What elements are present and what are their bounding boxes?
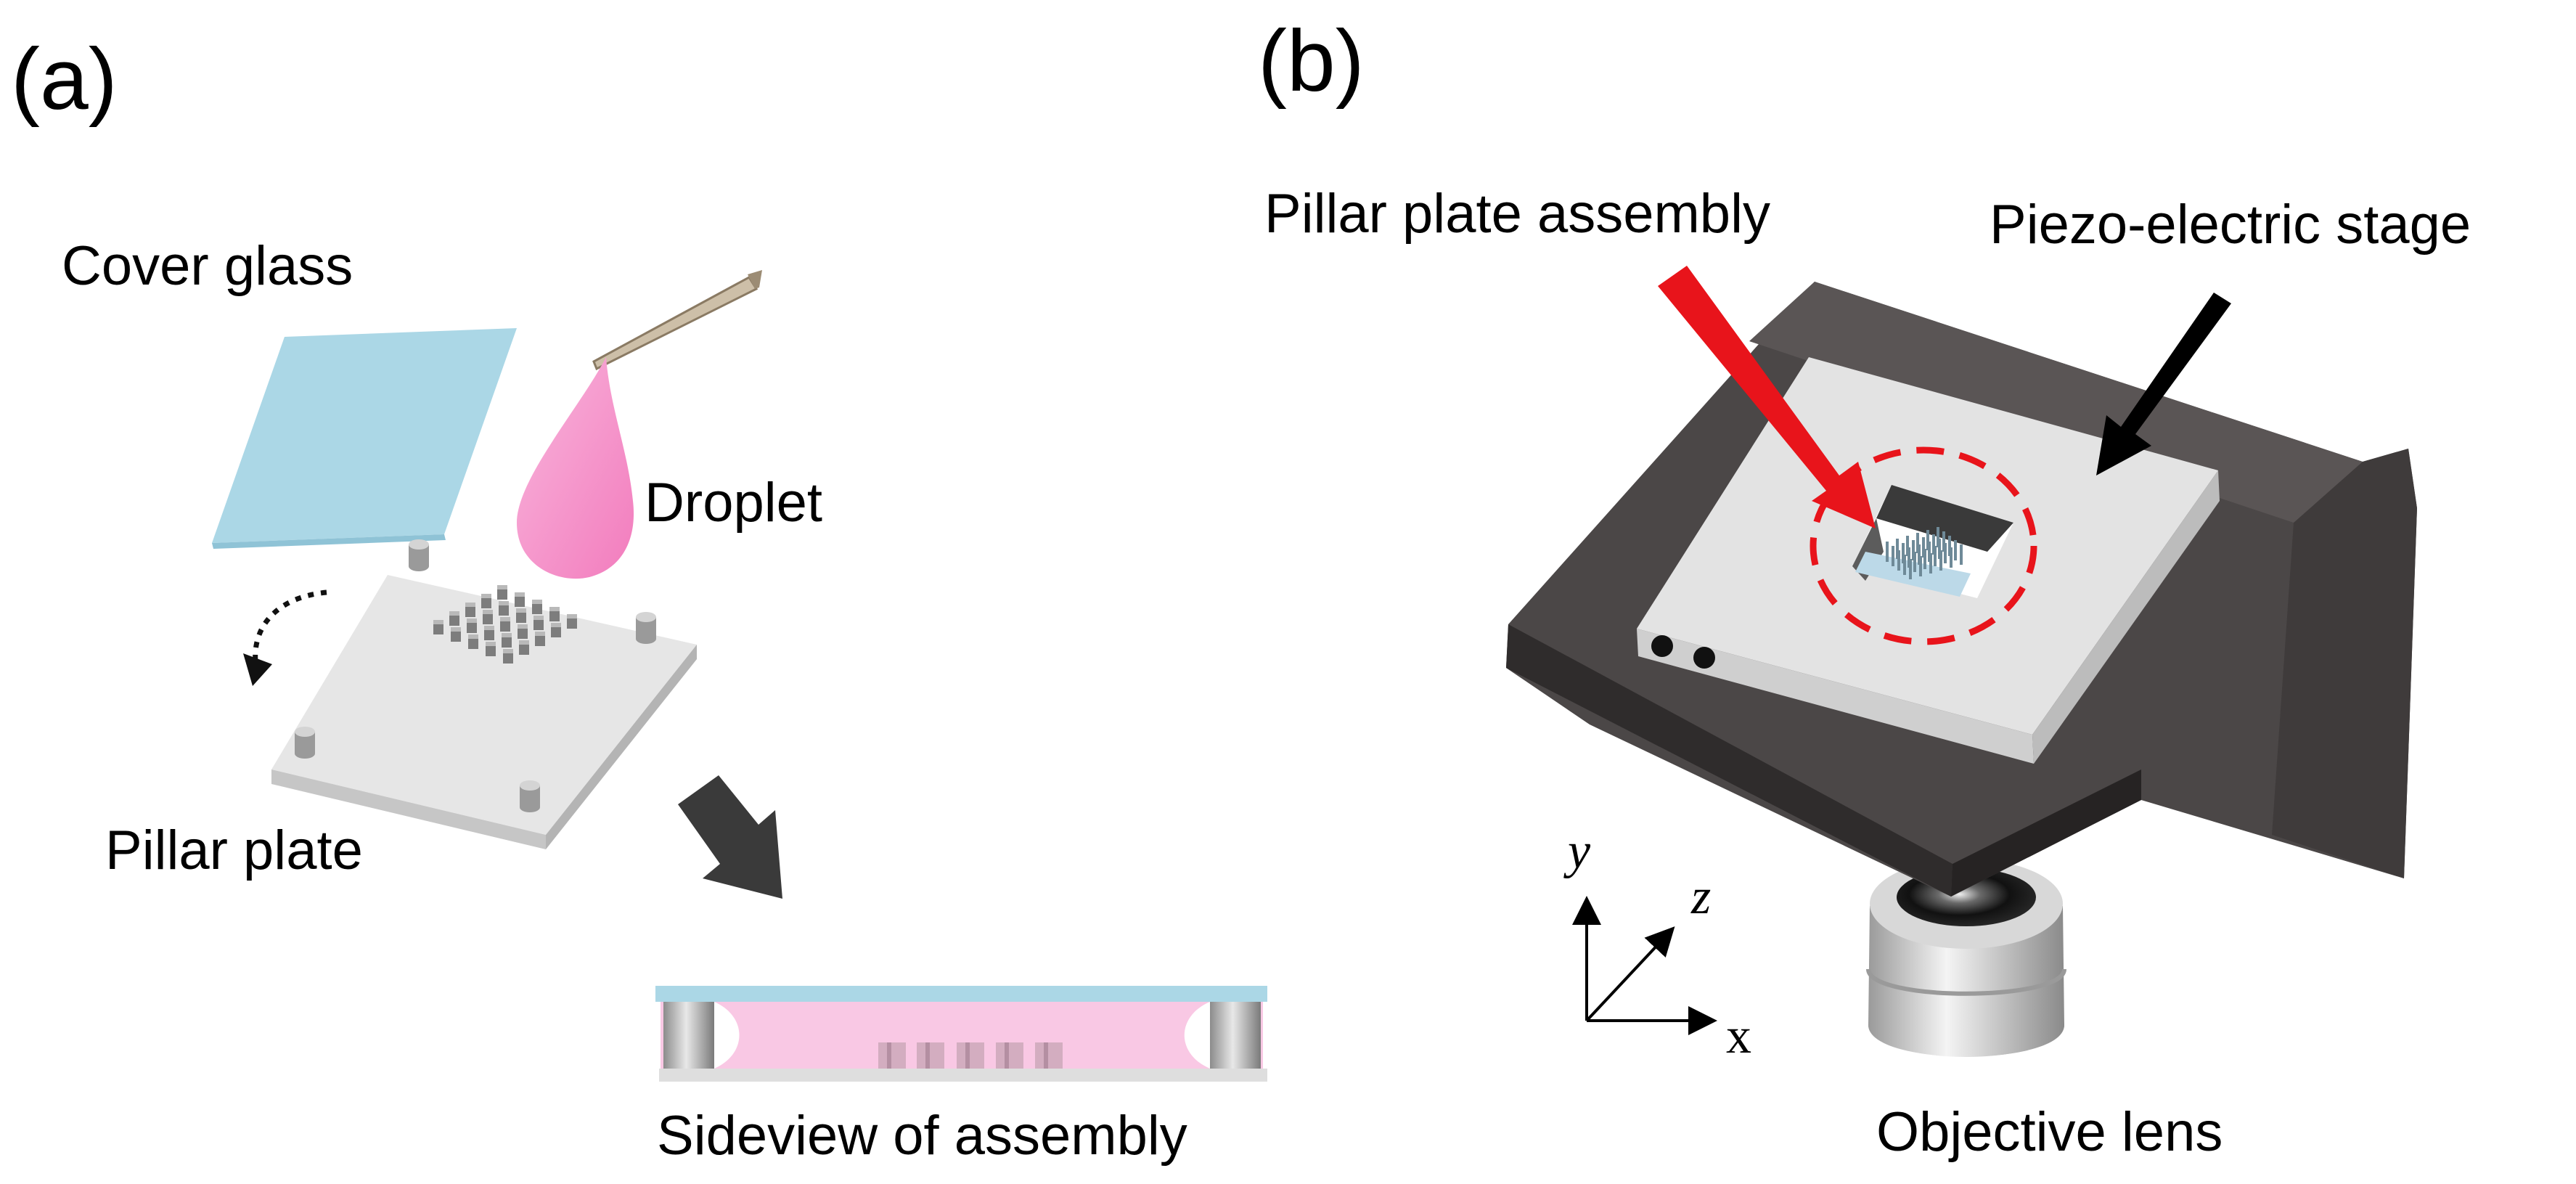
pillar-top (449, 611, 459, 616)
pillar-plate (271, 539, 697, 849)
pillar-grid (433, 585, 577, 664)
pillar-plate-label: Pillar plate (105, 820, 363, 881)
corner-posts (295, 539, 656, 812)
pillar (502, 636, 512, 648)
pillar-top (503, 649, 513, 653)
pillar (486, 645, 496, 656)
sideview-label: Sideview of assembly (657, 1105, 1187, 1167)
corner-post-top (295, 727, 315, 737)
pillar-top (518, 624, 528, 629)
corner-post-top (520, 780, 540, 791)
pillar (465, 605, 475, 617)
pillar (535, 634, 545, 646)
pillar-top (535, 632, 545, 636)
corner-post-base (295, 748, 315, 759)
pillar (549, 610, 560, 621)
corner-post-top (636, 612, 656, 622)
down-right-arrow-icon (678, 775, 782, 899)
axis-z-label: z (1690, 869, 1711, 925)
pillar (518, 627, 528, 639)
pillar-top (468, 634, 478, 639)
pillar (515, 595, 525, 607)
pillar-top (483, 610, 493, 614)
cover-glass (212, 328, 517, 549)
pillar-top (519, 640, 529, 645)
pipette-icon (592, 270, 762, 371)
pillar (467, 621, 477, 633)
side-pillar-shade (1044, 1042, 1048, 1069)
side-pillar-shade (925, 1042, 930, 1069)
corner-post-base (636, 634, 656, 644)
pillar (481, 597, 491, 608)
red-arrow-icon (1658, 266, 1876, 528)
pillar-top (533, 616, 544, 620)
pillar-top (516, 608, 526, 613)
side-pillar (917, 1042, 944, 1069)
pillar-top (484, 626, 494, 630)
pillar-top (515, 592, 525, 597)
pillar (533, 618, 544, 630)
pillar-top (451, 627, 461, 632)
pillar-top (502, 633, 512, 637)
side-pillar-shade (965, 1042, 970, 1069)
pillar (516, 611, 526, 623)
side-pillar (996, 1042, 1023, 1069)
curved-dotted-arrow-icon (243, 589, 327, 686)
mini-pillars (1886, 527, 1963, 579)
highlight-circle (1810, 446, 2037, 645)
pillar (567, 617, 577, 629)
pillar (532, 603, 542, 614)
stage-button-2 (1693, 647, 1715, 669)
side-pillar (878, 1042, 906, 1069)
stage-button-1 (1651, 635, 1673, 657)
pillar (503, 652, 513, 664)
axis-x-label: x (1726, 1008, 1751, 1064)
pillar (519, 643, 529, 655)
pillar-top (532, 600, 542, 604)
pillar-top (567, 614, 577, 618)
pillar-top (433, 620, 443, 624)
pillar (468, 637, 478, 649)
pillar-top (467, 618, 477, 623)
pillar (499, 604, 509, 616)
pillar-top (465, 603, 475, 607)
pillar (451, 630, 461, 642)
panel-b-label: (b) (1258, 12, 1365, 110)
pillar-top (551, 623, 561, 627)
side-pillar-shade (887, 1042, 891, 1069)
droplet (517, 357, 634, 579)
pillar-top (500, 617, 510, 621)
corner-post-base (520, 802, 540, 812)
side-pillar-shade (1005, 1042, 1009, 1069)
panel-a-label: (a) (11, 30, 118, 128)
pillar (483, 613, 493, 624)
pillar-top (486, 642, 496, 646)
pillar (497, 588, 507, 600)
pillar (484, 629, 494, 640)
pillar (449, 614, 459, 626)
sideview-assembly (655, 986, 1267, 1082)
pillar (433, 623, 443, 634)
axis-y-label: y (1563, 823, 1591, 879)
pillar-top (481, 594, 491, 598)
corner-post-base (409, 561, 429, 571)
side-pillars (878, 1042, 1063, 1069)
pillar-top (549, 607, 560, 611)
piezo-stage-label: Piezo-electric stage (1990, 194, 2471, 256)
objective-lens-label: Objective lens (1876, 1101, 2223, 1163)
black-arrow-icon (2096, 293, 2231, 475)
corner-post-top (409, 539, 429, 550)
pillar (551, 626, 561, 637)
side-pillar (957, 1042, 984, 1069)
pillar-top (497, 585, 507, 589)
piezo-stage-top (1637, 357, 2220, 764)
pillar-plate-assembly-label: Pillar plate assembly (1264, 183, 1770, 245)
droplet-label: Droplet (645, 472, 822, 534)
cover-glass-label: Cover glass (62, 235, 353, 297)
axes-icon (1572, 896, 1717, 1035)
pillar (500, 620, 510, 632)
side-pillar (1035, 1042, 1063, 1069)
pillar-top (499, 601, 509, 605)
